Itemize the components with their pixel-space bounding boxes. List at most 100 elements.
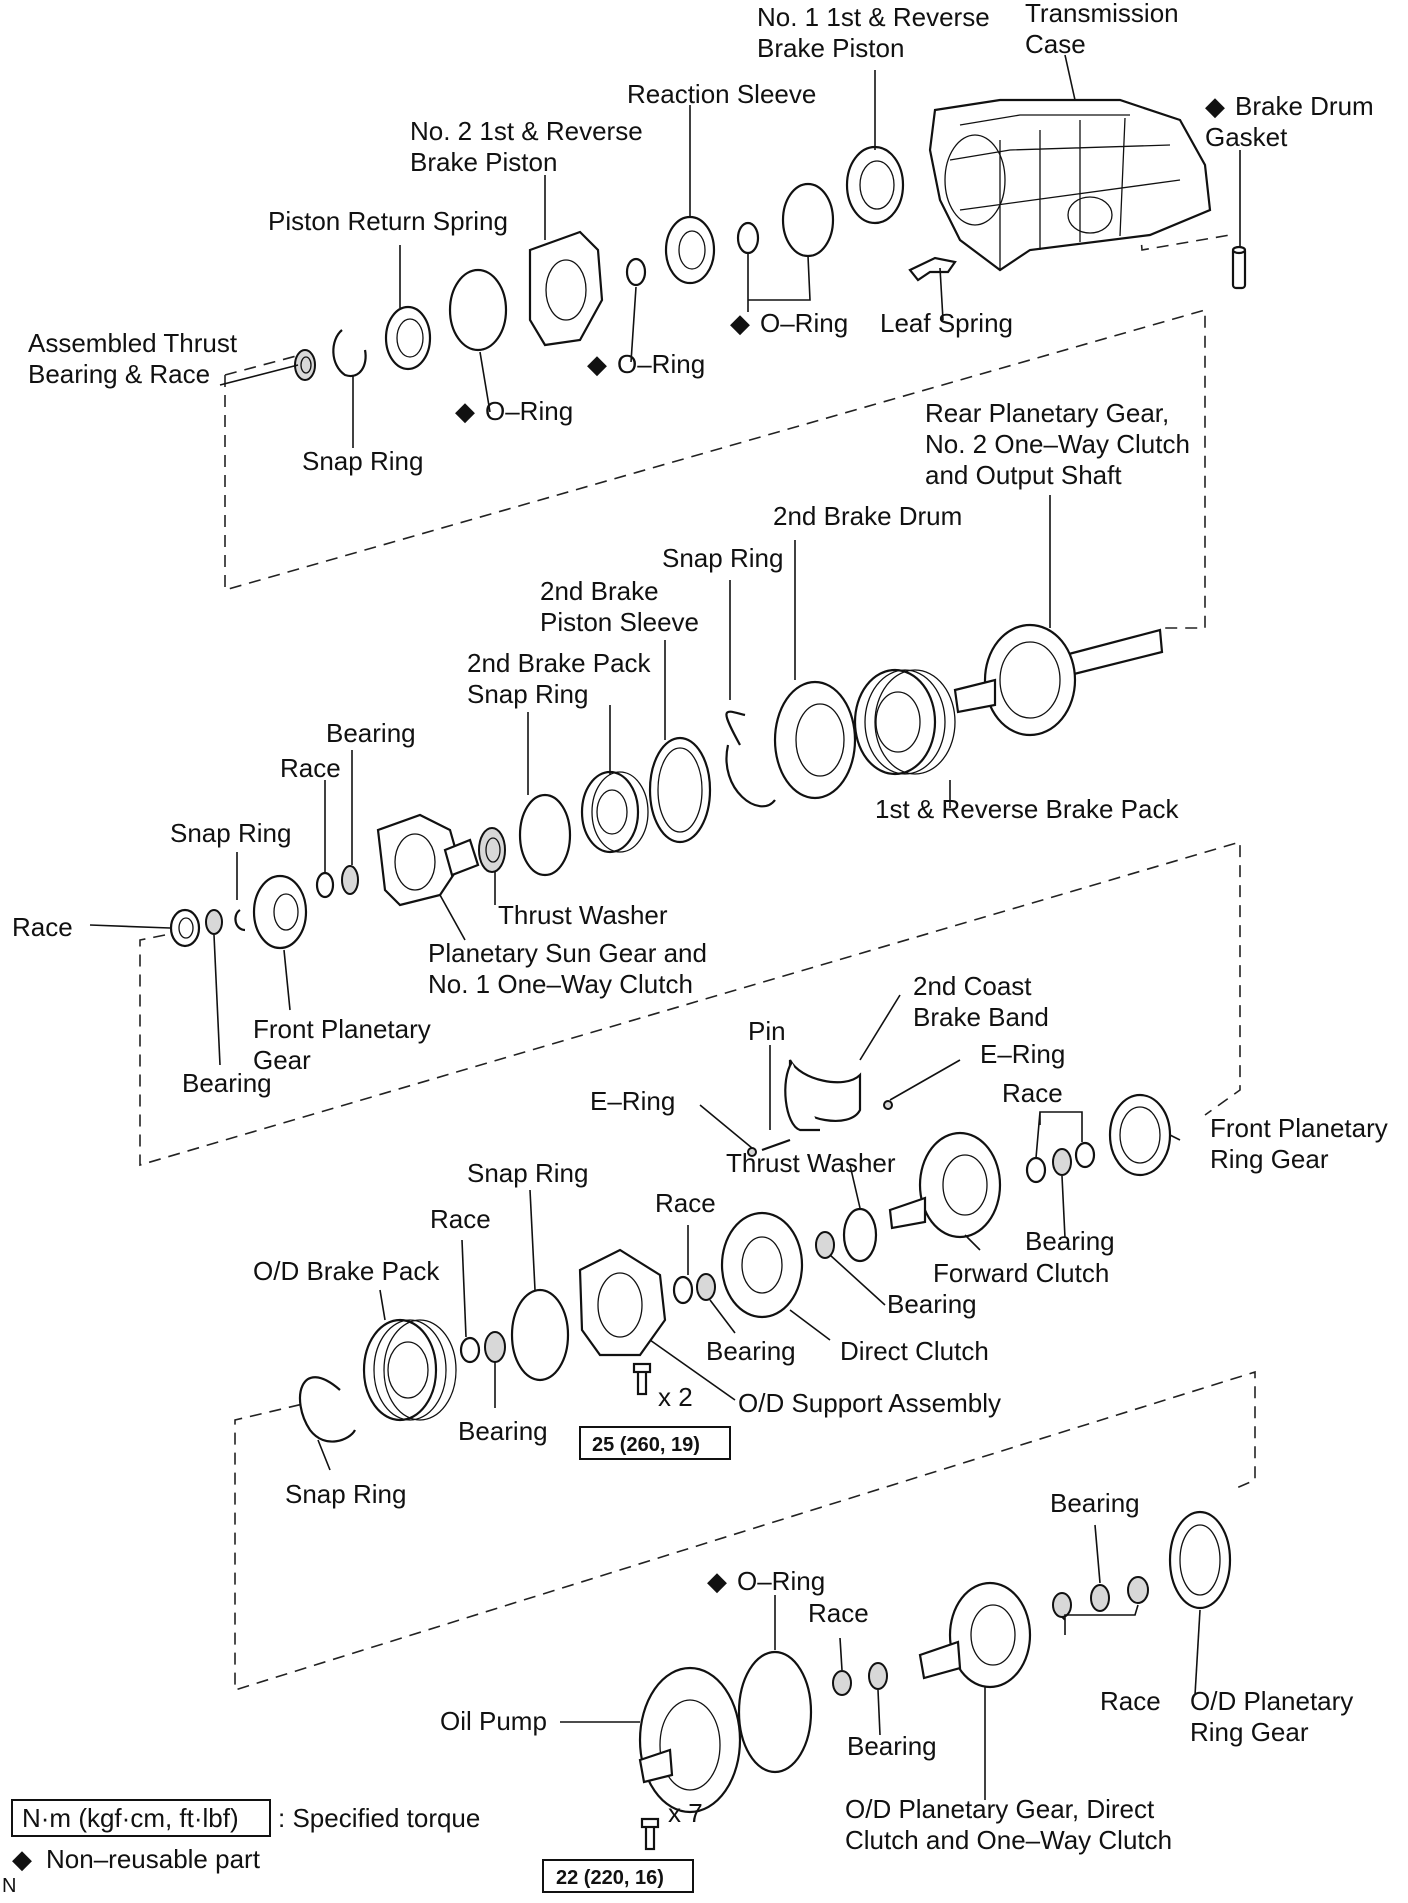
dash-line-row3 — [234, 1370, 1256, 1692]
label-pin: Pin — [748, 1016, 786, 1046]
label-od-planetary-gear-l2: Clutch and One–Way Clutch — [845, 1825, 1172, 1855]
nonreusable-mark-oring-2: ◆ — [587, 349, 607, 379]
torque-spec-1: 25 (260, 19) — [579, 1426, 731, 1460]
label-rear-planetary-l3: and Output Shaft — [925, 460, 1122, 490]
bearing-row2-left — [205, 909, 223, 935]
forward-clutch — [888, 1131, 1002, 1239]
od-support-assembly — [578, 1248, 667, 1357]
label-trans-case-l1: Transmission — [1025, 0, 1179, 28]
race-row4-right — [1127, 1576, 1149, 1604]
label-brake-drum-gasket-l2: Gasket — [1205, 122, 1288, 152]
legend: N·m (kgf·cm, ft·lbf) : Specified torque … — [2, 1799, 480, 1897]
label-front-planetary-ring-l2: Ring Gear — [1210, 1144, 1329, 1174]
bearing-row3-od — [484, 1331, 506, 1363]
label-forward-clutch: Forward Clutch — [933, 1258, 1109, 1288]
label-no2-brake-piston-l1: No. 2 1st & Reverse — [410, 116, 643, 146]
thrust-washer-row2 — [478, 827, 506, 873]
label-x7: x 7 — [668, 1798, 703, 1828]
label-bearing-2: Bearing — [182, 1068, 272, 1098]
label-2nd-brake-pack-snap-l1: 2nd Brake Pack — [467, 648, 652, 678]
race-row2 — [315, 871, 335, 899]
label-piston-return-spring: Piston Return Spring — [268, 206, 508, 236]
label-race-6: Race — [808, 1598, 869, 1628]
label-bearing-5: Bearing — [706, 1336, 796, 1366]
nonreusable-mark-oring-4: ◆ — [707, 1566, 727, 1596]
second-brake-piston-sleeve — [648, 736, 712, 844]
label-race-1: Race — [280, 753, 341, 783]
label-no2-brake-piston-l2: Brake Piston — [410, 147, 557, 177]
label-sun-gear-l1: Planetary Sun Gear and — [428, 938, 707, 968]
od-planetary-ring-gear — [1168, 1510, 1232, 1610]
corner-mark: N — [2, 1875, 16, 1897]
label-oil-pump: Oil Pump — [440, 1706, 547, 1736]
label-oring-2: O–Ring — [617, 349, 705, 379]
label-leaf-spring: Leaf Spring — [880, 308, 1013, 338]
o-ring-large — [448, 268, 508, 352]
label-bearing-3: Bearing — [1025, 1226, 1115, 1256]
torque-value-2: 22 (220, 16) — [556, 1867, 664, 1889]
label-brake-drum-gasket-l1: Brake Drum — [1235, 91, 1374, 121]
label-2nd-coast-band-l2: Brake Band — [913, 1002, 1049, 1032]
bearing-row3-left — [696, 1273, 716, 1301]
race-row2-left — [169, 908, 201, 948]
snap-ring-row3 — [510, 1288, 570, 1382]
label-oring-4: O–Ring — [737, 1566, 825, 1596]
transmission-case — [928, 98, 1212, 272]
bearing-row3-mid — [815, 1231, 835, 1259]
second-brake-drum — [773, 680, 857, 800]
race-row3-right-b — [1025, 1156, 1047, 1184]
label-no1-brake-piston-l1: No. 1 1st & Reverse — [757, 2, 990, 32]
label-bearing-4: Bearing — [887, 1289, 977, 1319]
coast-band-body — [784, 1061, 820, 1132]
torque-value-1: 25 (260, 19) — [592, 1434, 700, 1456]
planetary-sun-gear — [376, 813, 480, 907]
nonreusable-mark-oring-3: ◆ — [730, 308, 750, 338]
label-snap-ring-1: Snap Ring — [302, 446, 423, 476]
snap-ring-row2 — [725, 710, 776, 808]
bearing-row4-right — [1090, 1584, 1110, 1612]
o-ring-pair-large — [781, 182, 835, 258]
label-no1-brake-piston-l2: Brake Piston — [757, 33, 904, 63]
brake-drum-gasket — [1231, 245, 1247, 290]
assembled-thrust-bearing — [294, 349, 316, 381]
nonreusable-mark-oring-1: ◆ — [455, 396, 475, 426]
label-race-5: Race — [655, 1188, 716, 1218]
torque-spec-2: 22 (220, 16) — [542, 1859, 694, 1893]
label-second-brake-drum: 2nd Brake Drum — [773, 501, 962, 531]
label-1st-reverse-pack: 1st & Reverse Brake Pack — [875, 794, 1179, 824]
label-rear-planetary-l2: No. 2 One–Way Clutch — [925, 429, 1190, 459]
bearing-row3-right — [1052, 1148, 1072, 1176]
snap-ring-row3-left — [298, 1376, 356, 1443]
leader-lines — [89, 54, 1241, 1800]
label-thrust-washer-2: Thrust Washer — [726, 1148, 896, 1178]
label-front-planetary-gear-l2: Gear — [253, 1045, 311, 1075]
label-rear-planetary-l1: Rear Planetary Gear, — [925, 398, 1169, 428]
label-2nd-coast-band-l1: 2nd Coast — [913, 971, 1032, 1001]
label-snap-ring-5: Snap Ring — [285, 1479, 406, 1509]
legend-nonreusable: Non–reusable part — [46, 1844, 261, 1874]
label-od-support: O/D Support Assembly — [738, 1388, 1001, 1418]
label-od-planetary-gear-l1: O/D Planetary Gear, Direct — [845, 1794, 1155, 1824]
bolt-x2 — [632, 1362, 652, 1396]
bearing-row4-left — [868, 1662, 888, 1690]
no1-brake-piston — [845, 145, 905, 225]
label-oring-1: O–Ring — [485, 396, 573, 426]
label-od-planetary-ring-l1: O/D Planetary — [1190, 1686, 1353, 1716]
label-direct-clutch: Direct Clutch — [840, 1336, 989, 1366]
direct-clutch — [720, 1211, 804, 1319]
label-trans-case-l2: Case — [1025, 29, 1086, 59]
label-front-planetary-gear-l1: Front Planetary — [253, 1014, 431, 1044]
od-planetary-gear — [918, 1581, 1032, 1689]
label-e-ring-2: E–Ring — [980, 1039, 1065, 1069]
o-ring-row4 — [737, 1650, 813, 1774]
label-sun-gear-l2: No. 1 One–Way Clutch — [428, 969, 693, 999]
thrust-washer-row3 — [842, 1207, 878, 1263]
label-bearing-8: Bearing — [847, 1731, 937, 1761]
pin — [761, 1138, 791, 1152]
label-race-4: Race — [430, 1204, 491, 1234]
label-bearing-6: Bearing — [458, 1416, 548, 1446]
label-2nd-brake-sleeve-l1: 2nd Brake — [540, 576, 659, 606]
label-thrust-washer-1: Thrust Washer — [498, 900, 668, 930]
label-e-ring-1: E–Ring — [590, 1086, 675, 1116]
